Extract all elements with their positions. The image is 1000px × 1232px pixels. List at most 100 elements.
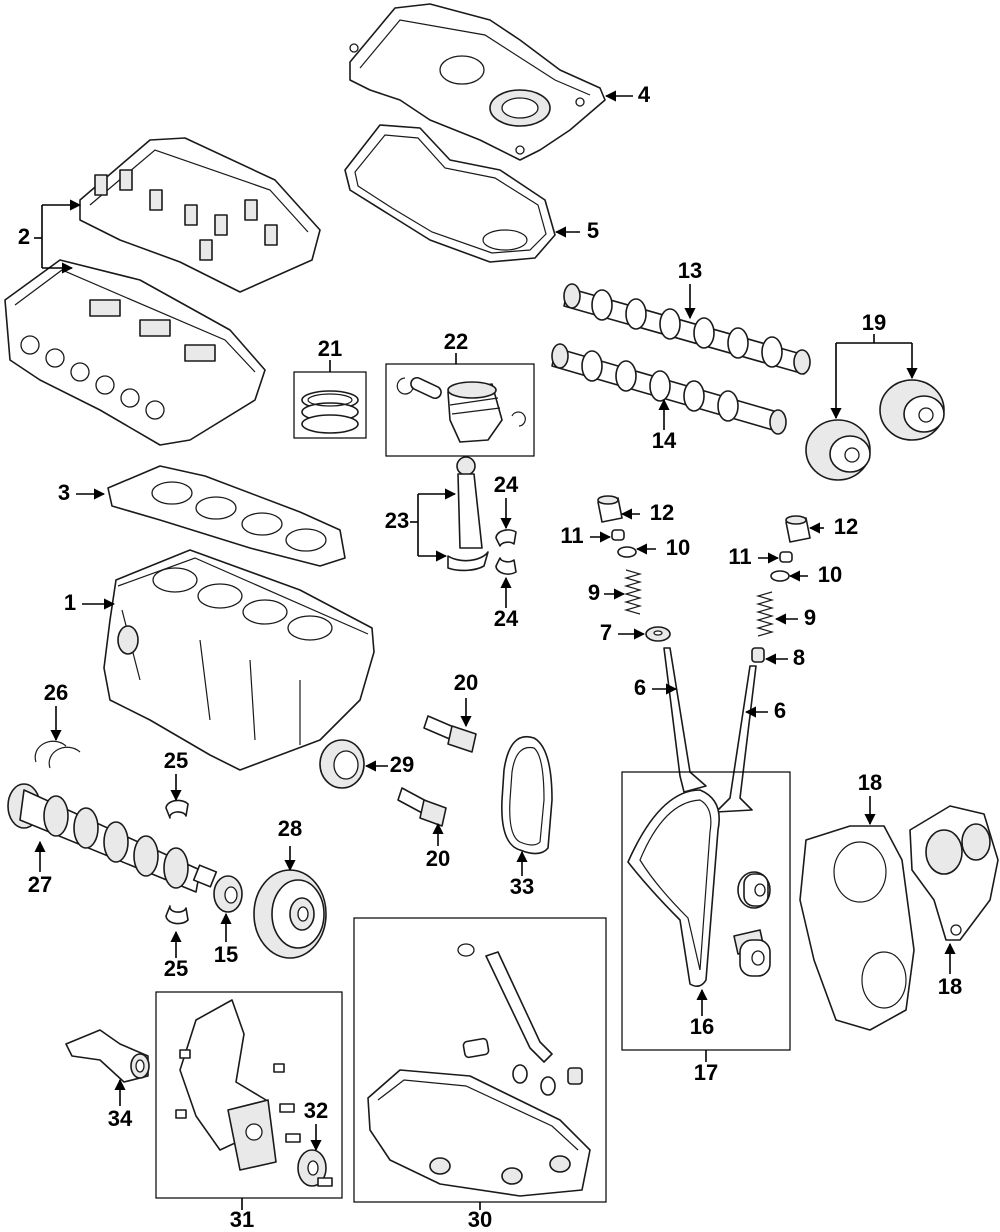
callout-20-upper: 20: [454, 670, 478, 728]
callout-label-1: 1: [64, 590, 76, 615]
timing-cover-outer-part: [909, 805, 999, 941]
callout-label-30: 30: [468, 1207, 492, 1232]
callout-18-lower: 18: [938, 942, 962, 999]
callout-label-25b: 25: [164, 956, 188, 981]
callout-label-21: 21: [318, 336, 342, 361]
callout-24-upper: 24: [494, 472, 519, 530]
callout-32: 32: [304, 1098, 328, 1152]
callout-label-22: 22: [444, 329, 468, 354]
thrust-washers-part: [34, 740, 81, 769]
callout-1: 1: [64, 590, 116, 615]
timing-belt-part: [627, 789, 720, 988]
callout-label-5: 5: [587, 218, 599, 243]
connecting-rod-part: [447, 456, 489, 572]
callout-9-right: 9: [774, 605, 816, 630]
exhaust-camshaft-part: [551, 343, 787, 435]
oil-pan-part: [367, 1069, 591, 1197]
callout-label-6a: 6: [634, 675, 646, 700]
callout-2: 2: [18, 199, 82, 274]
crankshaft-pulley-part: [253, 869, 327, 959]
callout-10-left: 10: [635, 535, 690, 560]
callout-label-32: 32: [304, 1098, 328, 1123]
water-outlet-part: [65, 1029, 150, 1083]
callout-label-20a: 20: [454, 670, 478, 695]
piston-rings-box: [293, 371, 367, 439]
callout-label-29: 29: [390, 752, 414, 777]
valve-spring-seat-left-part: [645, 626, 671, 642]
intake-camshaft-part: [563, 283, 811, 375]
callout-label-10a: 10: [666, 535, 690, 560]
callout-label-25a: 25: [164, 748, 188, 773]
callout-label-11a: 11: [560, 523, 583, 548]
callout-label-9b: 9: [804, 605, 816, 630]
callout-20-lower: 20: [426, 822, 450, 871]
callout-3: 3: [58, 480, 106, 505]
callout-4: 4: [604, 82, 651, 107]
crankshaft-sprocket-part: [213, 875, 243, 913]
callout-14: 14: [652, 398, 677, 453]
cam-phaser-right-part: [879, 379, 945, 441]
accessory-belt-part: [501, 735, 553, 855]
callout-15: 15: [214, 912, 238, 967]
timing-belt-idler-part: [737, 871, 771, 909]
callout-11-right: 11: [728, 544, 780, 569]
callout-26: 26: [44, 680, 68, 742]
valve-retainer-left-part: [617, 546, 637, 558]
callout-8: 8: [764, 645, 805, 670]
callout-27: 27: [28, 840, 52, 897]
callout-label-4: 4: [638, 82, 651, 107]
callout-label-19: 19: [862, 310, 886, 335]
oil-pickup-tube-part: [457, 943, 583, 1096]
callout-24-lower: 24: [494, 576, 519, 631]
piston-kit-box: [385, 363, 535, 457]
valve-keeper-right-part: [779, 551, 793, 563]
callout-7: 7: [600, 620, 646, 645]
crankshaft-part: [7, 783, 218, 893]
callout-25-upper: 25: [164, 748, 188, 802]
valve-right-part: [715, 665, 757, 813]
callout-label-24a: 24: [494, 472, 519, 497]
main-bearing-upper-part: [165, 799, 189, 819]
callout-label-23: 23: [385, 508, 409, 533]
oil-pump-sprocket-part: [279, 1103, 333, 1187]
callout-label-16: 16: [690, 1014, 714, 1039]
callout-6-left: 6: [634, 675, 678, 700]
callout-label-15: 15: [214, 942, 238, 967]
callout-19: 19: [830, 310, 918, 420]
callout-label-17: 17: [694, 1060, 718, 1085]
callout-label-12b: 12: [834, 514, 858, 539]
callout-label-14: 14: [652, 428, 677, 453]
callout-label-2: 2: [18, 224, 30, 249]
callout-label-6b: 6: [774, 698, 786, 723]
oil-control-solenoid-upper-part: [423, 715, 477, 753]
callout-label-24b: 24: [494, 606, 519, 631]
engine-block-part: [103, 549, 375, 771]
callout-label-11b: 11: [728, 544, 751, 569]
callout-34: 34: [108, 1078, 133, 1131]
callout-label-26: 26: [44, 680, 68, 705]
callout-label-18a: 18: [858, 770, 882, 795]
callout-10-right: 10: [788, 562, 842, 587]
callout-5: 5: [554, 218, 599, 243]
callout-21: 21: [318, 336, 342, 372]
camshaft-housing-upper-part: [79, 137, 321, 293]
head-gasket-part: [107, 465, 346, 567]
callout-label-27: 27: [28, 872, 52, 897]
callout-30: 30: [468, 1202, 492, 1232]
callout-29: 29: [364, 752, 414, 777]
rod-bearing-upper-part: [495, 529, 517, 547]
callout-25-lower: 25: [164, 930, 188, 981]
timing-belt-tensioner-part: [733, 929, 771, 977]
callout-9-left: 9: [588, 580, 626, 605]
valve-spring-right-part: [755, 591, 775, 637]
callout-16: 16: [690, 988, 714, 1039]
callout-label-33: 33: [510, 874, 534, 899]
callout-18-upper: 18: [858, 770, 882, 826]
callout-label-34: 34: [108, 1106, 133, 1131]
callout-label-12a: 12: [650, 500, 674, 525]
crankshaft-seal-part: [319, 739, 365, 789]
callout-13: 13: [678, 258, 702, 320]
callout-12-right: 12: [808, 514, 858, 539]
valve-seal-right-part: [751, 647, 765, 663]
